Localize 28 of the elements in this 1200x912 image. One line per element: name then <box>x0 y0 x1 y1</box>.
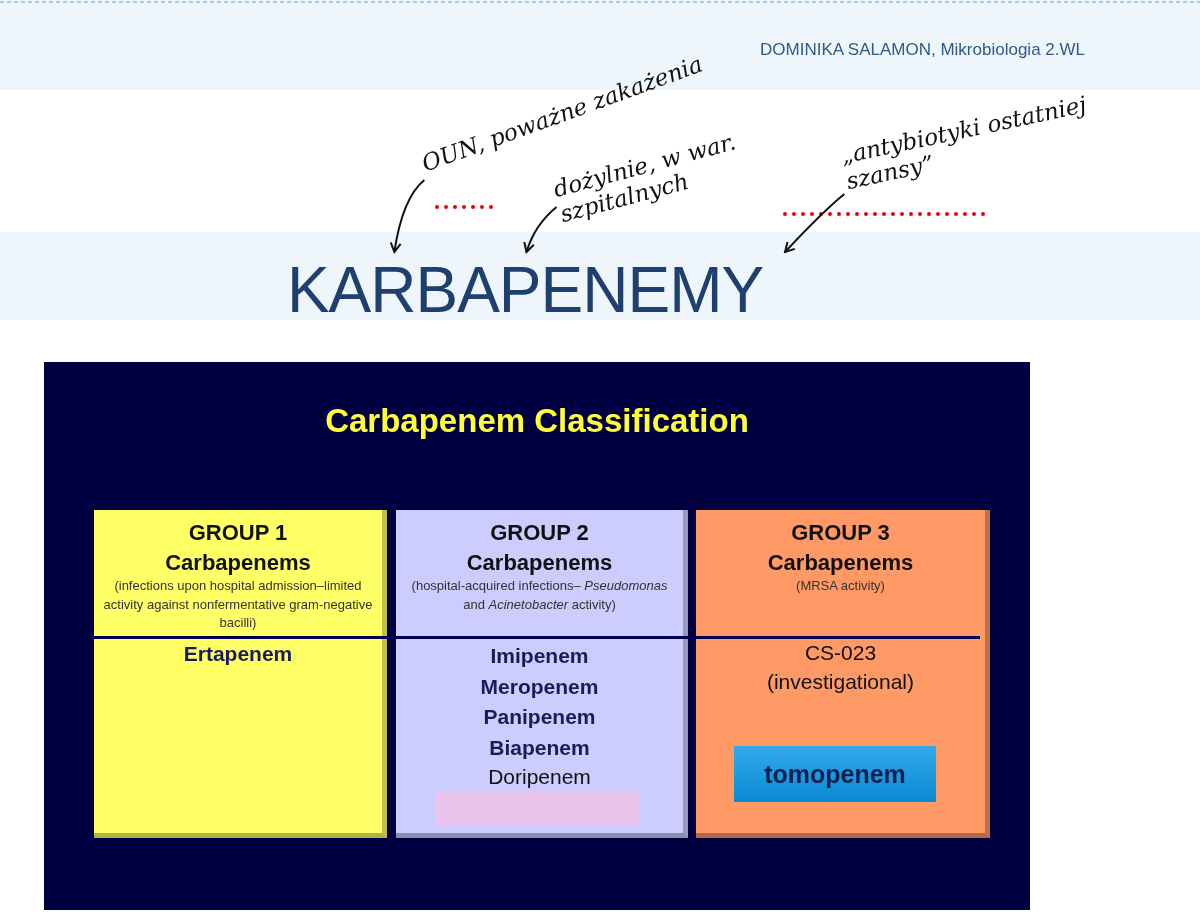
group-card <box>94 510 387 838</box>
arrow <box>389 179 426 253</box>
group-heading: Carbapenems <box>767 548 914 577</box>
drug-name: Imipenem <box>490 643 589 670</box>
drug-name: CS-023 (investigational) <box>765 640 916 695</box>
group-description: (MRSA activity) <box>795 577 886 596</box>
drug-name: Meropenem <box>480 673 599 700</box>
group-description: (hospital-acquired infections– Pseudomonas and Acinetobacter activity) <box>410 577 669 614</box>
group-heading: Carbapenems <box>466 548 613 577</box>
drug-badge: tomopenem <box>734 746 936 802</box>
group-card <box>396 510 688 838</box>
highlight-box <box>436 792 640 826</box>
author-label: DOMINIKA SALAMON, Mikrobiologia 2.WL <box>760 40 1085 60</box>
group-heading: Carbapenems <box>165 548 311 577</box>
arrow <box>784 193 846 253</box>
drug-name: Biapenem <box>489 734 590 761</box>
slide-panel <box>44 362 1030 910</box>
group-heading: GROUP 1 <box>188 519 288 547</box>
slide-heading: KARBAPENEMY <box>255 252 795 328</box>
group-description: (infections upon hospital admission–limited activity against nonfermentative gram-negative bacilli) <box>102 577 374 630</box>
group-heading: GROUP 2 <box>490 519 589 547</box>
drug-name: Ertapenem <box>183 641 293 668</box>
arrow <box>523 206 558 253</box>
panel-title: Carbapenem Classification <box>324 402 750 440</box>
drug-name: Doripenem <box>488 764 591 791</box>
group-heading: GROUP 3 <box>791 519 890 547</box>
group-card <box>696 510 990 838</box>
drug-name: Panipenem <box>483 704 596 731</box>
